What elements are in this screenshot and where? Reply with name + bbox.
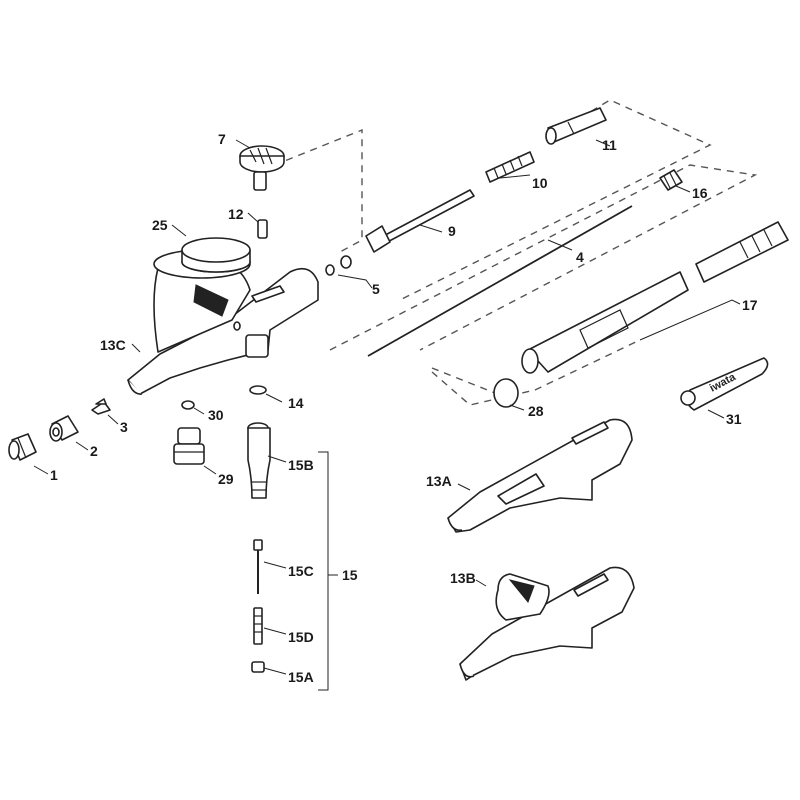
part-2-nozzle-cap (49, 415, 79, 442)
callout-labels: 1 2 3 13C 7 12 25 5 9 10 11 4 16 17 28 3… (50, 131, 758, 685)
callout-10: 10 (532, 175, 548, 191)
part-15C-valve-stem (253, 539, 263, 594)
part-15-group-bracket (318, 451, 338, 691)
callout-31: 31 (726, 411, 742, 427)
part-29-valve (173, 427, 205, 465)
callout-28: 28 (528, 403, 544, 419)
callout-16: 16 (692, 185, 708, 201)
part-1-nozzle-cap (8, 433, 37, 461)
part-3-nozzle (91, 398, 111, 415)
callout-15D: 15D (288, 629, 314, 645)
callout-2: 2 (90, 443, 98, 459)
leader-lines (33, 139, 741, 675)
callout-11: 11 (602, 137, 617, 153)
callout-13B: 13B (450, 570, 476, 586)
part-14-o-ring (249, 385, 267, 395)
part-30-o-ring (181, 400, 195, 410)
part-13B-airbrush-body (459, 566, 635, 681)
callout-25: 25 (152, 217, 168, 233)
callout-13C: 13C (100, 337, 126, 353)
part-16-chucking-nut (659, 169, 683, 191)
callout-15A: 15A (288, 669, 314, 685)
part-15D-valve-spring (253, 607, 263, 645)
part-11-spring-guide (545, 107, 607, 145)
part-9-needle-chucking-guide (365, 189, 475, 253)
callout-7: 7 (218, 131, 226, 147)
callout-3: 3 (120, 419, 128, 435)
callout-14: 14 (288, 395, 304, 411)
part-4-needle (367, 205, 633, 357)
part-5-packing (325, 255, 352, 276)
callout-15C: 15C (288, 563, 314, 579)
callout-15: 15 (342, 567, 358, 583)
part-31-wrench: iwata (680, 357, 769, 411)
part-15B-valve-body (247, 422, 271, 499)
callout-9: 9 (448, 223, 456, 239)
part-7-trigger-button (239, 145, 285, 191)
callout-30: 30 (208, 407, 224, 423)
part-13A-airbrush-body (447, 418, 633, 533)
callout-5: 5 (372, 281, 380, 297)
callout-4: 4 (576, 249, 584, 265)
part-10-spring (485, 151, 535, 183)
assembly-guides (261, 99, 758, 406)
part-25-cup-lid (181, 237, 251, 273)
callout-13A: 13A (426, 473, 452, 489)
part-15A-valve-nut (251, 661, 265, 673)
part-17-handle (521, 221, 789, 374)
callout-17: 17 (742, 297, 758, 313)
callout-15B: 15B (288, 457, 314, 473)
callout-1: 1 (50, 467, 58, 483)
callout-12: 12 (228, 206, 244, 222)
part-12-stem (257, 219, 268, 239)
callout-29: 29 (218, 471, 234, 487)
part-28-o-ring (493, 378, 519, 408)
